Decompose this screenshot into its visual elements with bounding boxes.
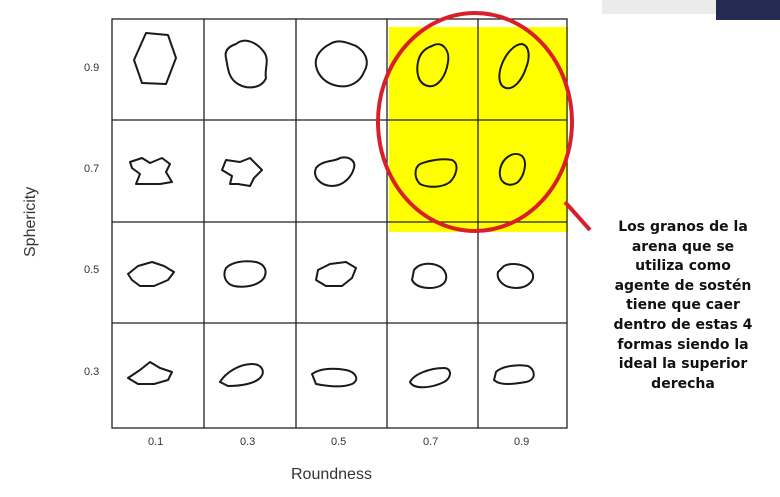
x-axis-label: Roundness [291,466,372,483]
grain-shape-r09-c01 [133,32,177,85]
annotation-line: utiliza como [635,258,731,275]
corner-strip-light [602,0,716,14]
y-tick-0.5: 0.5 [84,264,100,276]
grain-shape-r03-c07 [409,367,451,389]
annotation-line: dentro de estas 4 [613,316,753,333]
grain-shape-r05-c09 [496,263,534,289]
grain-shape-r07-c03 [221,157,263,187]
grain-shape-r09-c07 [416,43,450,88]
annotation-line: ideal la superior [618,356,748,373]
grain-shape-r05-c03 [223,260,267,288]
grain-shape-r05-c05 [315,261,357,287]
grain-shape-r07-c09 [498,152,526,186]
grain-shape-r05-c07 [411,262,448,289]
y-tick-0.9: 0.9 [84,62,100,74]
x-tick-0.3: 0.3 [240,436,256,448]
emphasis-circle [376,11,574,233]
annotation-line: derecha [651,375,715,392]
x-tick-0.9: 0.9 [514,436,530,448]
annotation-line: agente de sostén [614,277,752,294]
x-tick-0.1: 0.1 [148,436,164,448]
grain-shape-r09-c03 [224,39,268,89]
annotation-line: formas siendo la [617,336,749,353]
grain-shape-r03-c09 [493,364,535,385]
grain-shape-r07-c05 [314,156,356,187]
y-tick-0.3: 0.3 [84,366,100,378]
grain-shape-r03-c03 [219,363,264,387]
grain-shape-r05-c01 [127,261,175,287]
grid [111,18,568,429]
y-tick-0.7: 0.7 [84,163,100,175]
grain-shape-r03-c05 [311,367,358,388]
grain-shape-r03-c01 [127,361,173,385]
pointer-line [563,200,592,232]
grain-shape-r09-c09 [498,43,530,90]
grain-shape-r09-c05 [314,40,368,88]
annotation-line: arena que se [631,238,735,255]
annotation-line: tiene que caer [626,297,740,314]
x-tick-0.7: 0.7 [423,436,439,448]
annotation-line: Los granos de la [618,219,748,235]
x-tick-0.5: 0.5 [331,436,347,448]
grain-shape-r07-c07 [414,158,458,188]
corner-strip-dark [716,0,780,20]
annotation-text: Los granos de la arena que se utiliza co… [585,218,780,394]
y-axis-label: Sphericity [22,186,39,257]
grain-shape-r07-c01 [129,157,173,185]
